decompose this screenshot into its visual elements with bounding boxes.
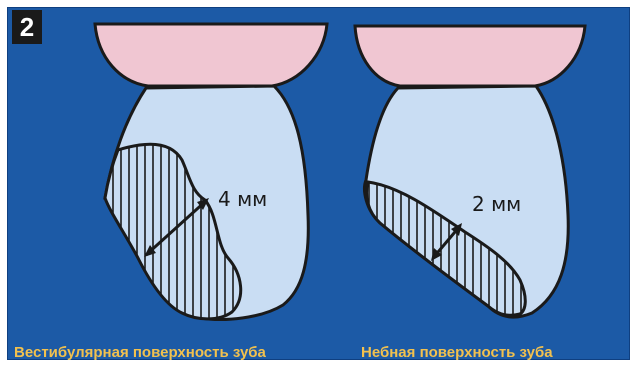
right-measurement-label: 2 мм — [472, 192, 521, 216]
left-crown — [95, 24, 327, 86]
right-caption: Небная поверхность зуба — [361, 344, 553, 361]
left-tooth: 4 мм — [95, 24, 327, 319]
right-crown — [355, 26, 585, 86]
left-caption: Вестибулярная поверхность зуба — [14, 344, 266, 361]
right-tooth: 2 мм — [355, 26, 585, 317]
left-measurement-label: 4 мм — [218, 187, 267, 211]
figure-number-badge: 2 — [12, 10, 42, 44]
